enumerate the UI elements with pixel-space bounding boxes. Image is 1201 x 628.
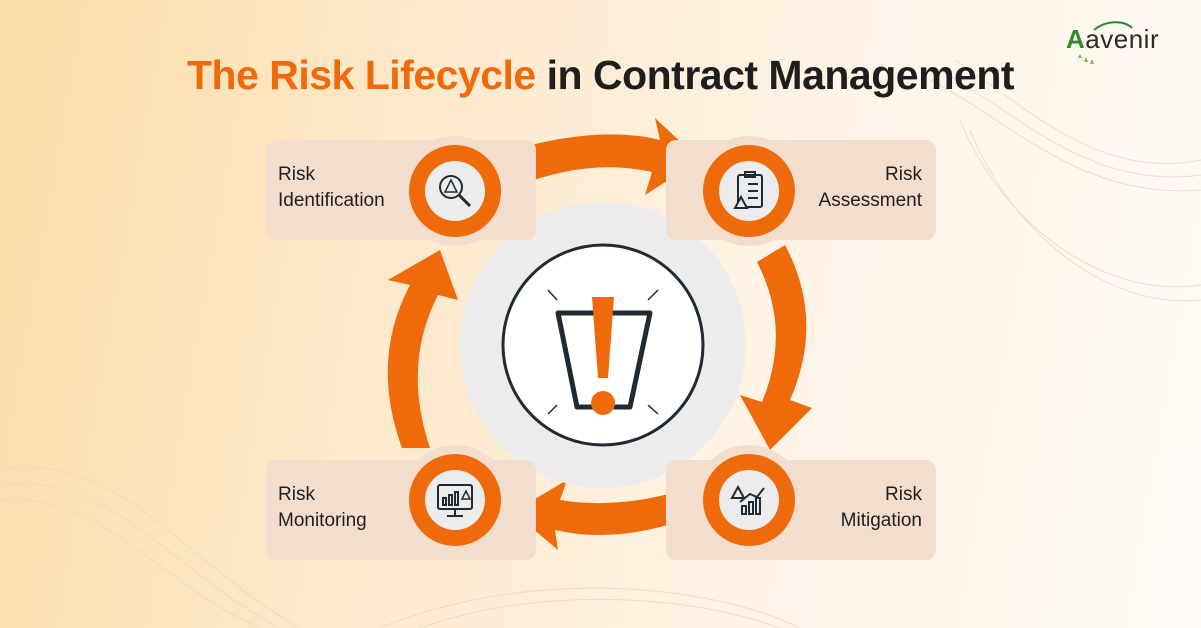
logo-mark-icon xyxy=(1078,21,1133,64)
clipboard-checklist-icon xyxy=(733,171,763,209)
magnifier-warning-icon xyxy=(439,175,472,208)
stage-circle-identification xyxy=(400,136,510,246)
arrow-mitigation-to-monitoring xyxy=(513,480,697,550)
cycle-arrows xyxy=(387,118,812,550)
exclamation-warning-icon xyxy=(547,289,659,415)
arrow-monitoring-to-identification xyxy=(387,250,458,448)
stage-circle-mitigation xyxy=(694,445,804,555)
arrow-assessment-to-mitigation xyxy=(740,245,812,450)
aavenir-logo: Aavenir xyxy=(1066,18,1186,68)
warning-bar-chart-icon xyxy=(730,484,765,515)
stage-circle-monitoring xyxy=(400,445,510,555)
arrow-identification-to-assessment xyxy=(512,118,700,195)
logo-text: Aavenir xyxy=(1066,24,1160,54)
title-rest: in Contract Management xyxy=(546,52,1015,98)
monitor-chart-icon xyxy=(437,484,473,517)
page-title: The Risk Lifecycle in Contract Managemen… xyxy=(0,52,1201,99)
stage-circle-assessment xyxy=(694,136,804,246)
title-highlight: The Risk Lifecycle xyxy=(186,52,536,98)
